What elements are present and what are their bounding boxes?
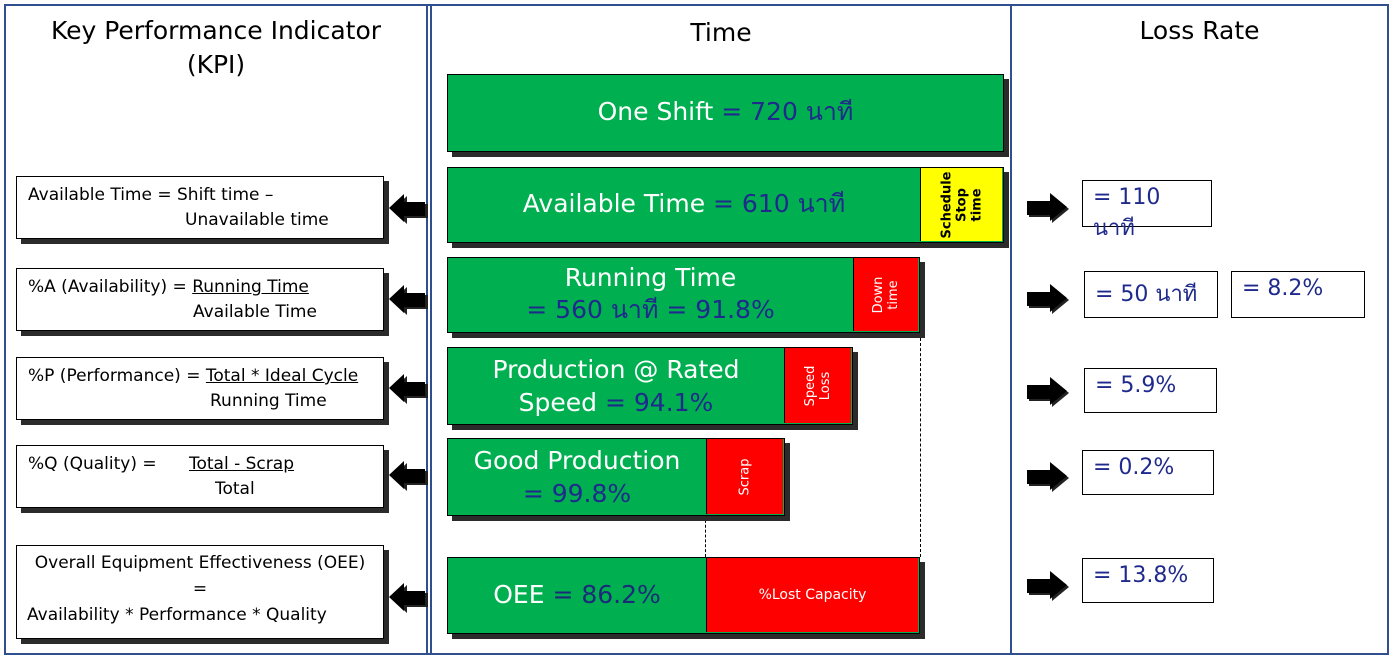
- bar-production-line2a: Speed: [518, 388, 598, 417]
- bar-good-line2: = 99.8%: [522, 479, 632, 508]
- bar-available-value: = 610 นาที: [713, 189, 846, 218]
- loss-box-running-pct: = 8.2%: [1231, 271, 1365, 318]
- loss-box-performance: = 5.9%: [1084, 368, 1217, 413]
- arrow-left-icon: [389, 461, 428, 491]
- kpi-header-line1: Key Performance Indicator: [50, 16, 382, 45]
- kpi-available-eq: = Shift time –: [151, 185, 274, 205]
- bar-production-rated-speed: Production @ Rated Speed = 94.1% Speed L…: [447, 347, 853, 425]
- seg-speed-line1: Speed: [803, 365, 818, 406]
- kpi-box-available-time: Available Time = Shift time – Unavailabl…: [16, 176, 384, 239]
- segment-speed-loss: Speed Loss: [784, 348, 851, 423]
- kpi-oee-line2: =: [192, 579, 208, 599]
- bar-production-line1: Production @ Rated: [492, 355, 740, 384]
- kpi-performance-num: Total * Ideal Cycle: [205, 366, 359, 386]
- bar-oee-value: = 86.2%: [544, 580, 661, 609]
- guide-line: [705, 515, 706, 557]
- seg-down-line1: Down: [871, 276, 886, 313]
- seg-scrap-label: Scrap: [737, 458, 753, 495]
- outer-frame: [4, 4, 1389, 655]
- kpi-quality-num: Total - Scrap: [189, 454, 294, 474]
- loss-box-available: = 110 นาที: [1082, 180, 1212, 241]
- arrow-right-icon: [1027, 284, 1069, 314]
- seg-lost-capacity-label: %Lost Capacity: [758, 587, 867, 603]
- kpi-quality-label: %Q (Quality): [28, 454, 137, 474]
- time-header: Time: [690, 18, 752, 47]
- bar-shift-value: = 720 นาที: [721, 97, 854, 126]
- kpi-quality-den: Total: [215, 479, 255, 499]
- segment-scrap: Scrap: [706, 439, 783, 514]
- kpi-oee-line3: Availability * Performance * Quality: [27, 605, 327, 625]
- kpi-box-performance: %P (Performance) = Total * Ideal Cycle R…: [16, 357, 384, 420]
- kpi-oee-line1: Overall Equipment Effectiveness (OEE): [34, 553, 366, 573]
- seg-schedule-line1: Schedule: [939, 171, 954, 238]
- kpi-available-label: Available Time: [28, 185, 152, 205]
- bar-running-line1: Running Time: [564, 263, 737, 292]
- bar-oee-label: OEE: [493, 580, 545, 609]
- bar-one-shift: One Shift = 720 นาที: [447, 74, 1004, 152]
- bar-running-time: Running Time = 560 นาที = 91.8% Down tim…: [447, 257, 920, 333]
- kpi-header: Key Performance Indicator (KPI): [10, 14, 422, 82]
- kpi-performance-eq: =: [180, 366, 206, 386]
- arrow-left-icon: [389, 583, 428, 613]
- loss-rate-header: Loss Rate: [1139, 16, 1260, 45]
- loss-box-oee: = 13.8%: [1082, 558, 1214, 603]
- segment-schedule-stop: Schedule Stop time: [920, 168, 1002, 241]
- kpi-available-line2: Unavailable time: [185, 210, 329, 230]
- bar-shift-label: One Shift: [597, 97, 714, 126]
- divider-kpi-time: [426, 4, 428, 655]
- seg-schedule-line2: Stop: [954, 187, 969, 222]
- kpi-box-quality: %Q (Quality) = Total - Scrap Total: [16, 445, 384, 508]
- loss-box-running-min: = 50 นาที: [1084, 271, 1218, 318]
- kpi-availability-eq: =: [167, 277, 193, 297]
- segment-down-time: Down time: [853, 258, 918, 331]
- arrow-left-icon: [389, 194, 428, 224]
- kpi-performance-label: %P (Performance): [28, 366, 181, 386]
- seg-schedule-line3: time: [969, 187, 984, 222]
- loss-box-quality: = 0.2%: [1082, 450, 1214, 495]
- arrow-right-icon: [1027, 462, 1069, 492]
- seg-speed-line2: Loss: [818, 371, 833, 400]
- arrow-left-icon: [389, 374, 428, 404]
- bar-available-time: Available Time = 610 นาที Schedule Stop …: [447, 167, 1004, 243]
- arrow-right-icon: [1027, 377, 1069, 407]
- arrow-left-icon: [389, 285, 428, 315]
- guide-line: [920, 333, 921, 557]
- kpi-availability-num: Running Time: [192, 277, 309, 297]
- kpi-performance-den: Running Time: [210, 391, 327, 411]
- bar-good-line1: Good Production: [473, 446, 681, 475]
- kpi-header-line2: (KPI): [186, 50, 246, 79]
- kpi-box-oee: Overall Equipment Effectiveness (OEE) = …: [16, 545, 384, 639]
- divider-time-loss: [1010, 4, 1012, 655]
- seg-down-line2: time: [886, 279, 901, 310]
- bar-oee: OEE = 86.2% %Lost Capacity: [447, 557, 920, 634]
- segment-lost-capacity: %Lost Capacity: [706, 558, 918, 632]
- bar-good-production: Good Production = 99.8% Scrap: [447, 438, 785, 516]
- kpi-availability-den: Available Time: [193, 302, 317, 322]
- kpi-box-availability: %A (Availability) = Running Time Availab…: [16, 268, 384, 331]
- kpi-quality-eq: =: [136, 454, 157, 474]
- arrow-right-icon: [1027, 571, 1069, 601]
- arrow-right-icon: [1027, 193, 1069, 223]
- kpi-availability-label: %A (Availability): [28, 277, 168, 297]
- divider-kpi-time-2: [430, 4, 432, 655]
- bar-running-line2: = 560 นาที = 91.8%: [526, 295, 775, 324]
- bar-available-label: Available Time: [522, 189, 706, 218]
- bar-production-line2b: = 94.1%: [597, 388, 714, 417]
